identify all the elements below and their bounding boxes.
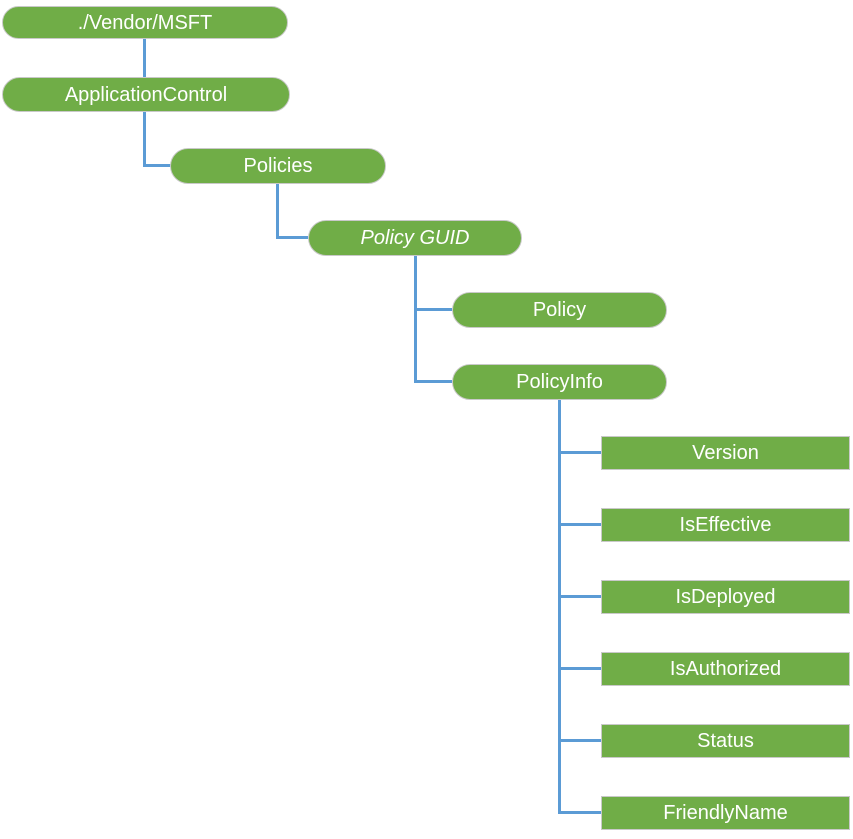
node-friendly-name: FriendlyName [601, 796, 850, 830]
connector-applicationcontrol-to-policies-vertical [143, 112, 146, 167]
node-policy: Policy [452, 292, 667, 328]
node-policy-info: PolicyInfo [452, 364, 667, 400]
connector-policyinfo-to-isdeployed [558, 595, 601, 598]
connector-policies-to-policyguid-horizontal [276, 236, 308, 239]
connector-policyinfo-trunk [558, 400, 561, 814]
connector-policyinfo-to-version [558, 451, 601, 454]
node-is-authorized: IsAuthorized [601, 652, 850, 686]
connector-policyinfo-to-friendlyname [558, 811, 601, 814]
node-status: Status [601, 724, 850, 758]
connector-policyguid-trunk [414, 256, 417, 383]
connector-vendor-to-applicationcontrol [143, 39, 146, 78]
connector-policies-to-policyguid-vertical [276, 184, 279, 239]
connector-policyguid-to-policy [414, 308, 452, 311]
node-policy-guid: Policy GUID [308, 220, 522, 256]
connector-policyinfo-to-isauthorized [558, 667, 601, 670]
connector-policyinfo-to-iseffective [558, 523, 601, 526]
node-vendor-msft: ./Vendor/MSFT [2, 6, 288, 39]
connector-applicationcontrol-to-policies-horizontal [143, 164, 171, 167]
node-version: Version [601, 436, 850, 470]
node-is-deployed: IsDeployed [601, 580, 850, 614]
node-application-control: ApplicationControl [2, 77, 290, 112]
node-is-effective: IsEffective [601, 508, 850, 542]
connector-policyguid-to-policyinfo [414, 380, 452, 383]
node-policies: Policies [170, 148, 386, 184]
connector-policyinfo-to-status [558, 739, 601, 742]
